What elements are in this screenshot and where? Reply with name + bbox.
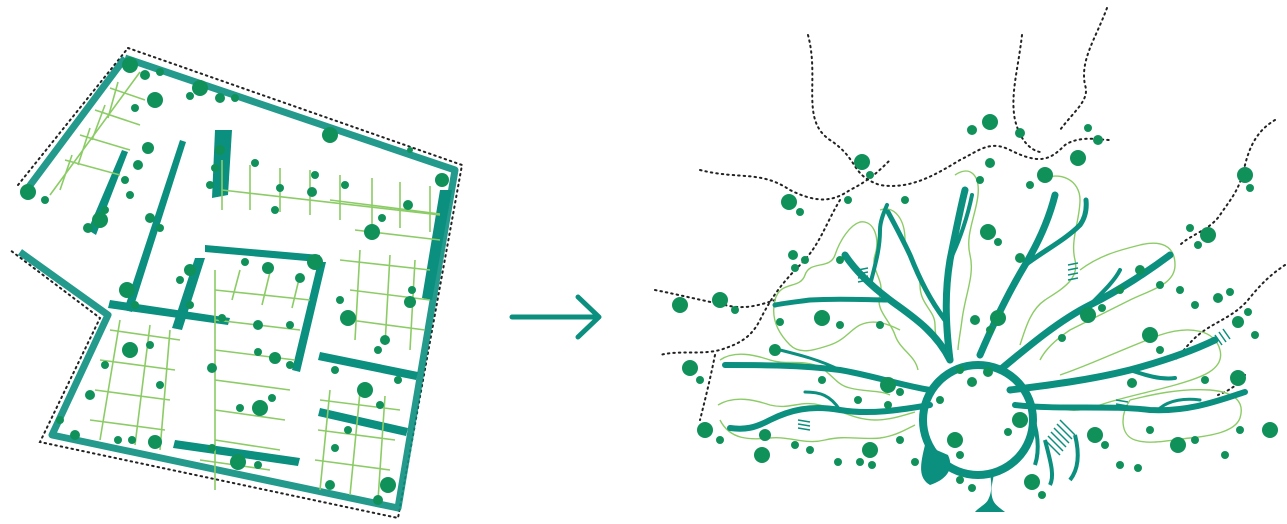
trees-right [672,114,1278,499]
hedge-outline-left [17,54,459,512]
central-plaza-ring [919,361,1040,512]
path-grid-left [49,71,441,501]
hedge-strips-left [88,130,452,466]
radial-branches-right [722,186,1248,432]
stair-steps-right [797,262,1231,486]
site-boundary-left [9,47,464,520]
arrow-right-icon [509,294,602,340]
radial-layout-plan [654,7,1286,512]
trees-left [20,57,449,505]
contour-lines-right [654,7,1286,421]
grid-layout-plan [9,47,464,520]
